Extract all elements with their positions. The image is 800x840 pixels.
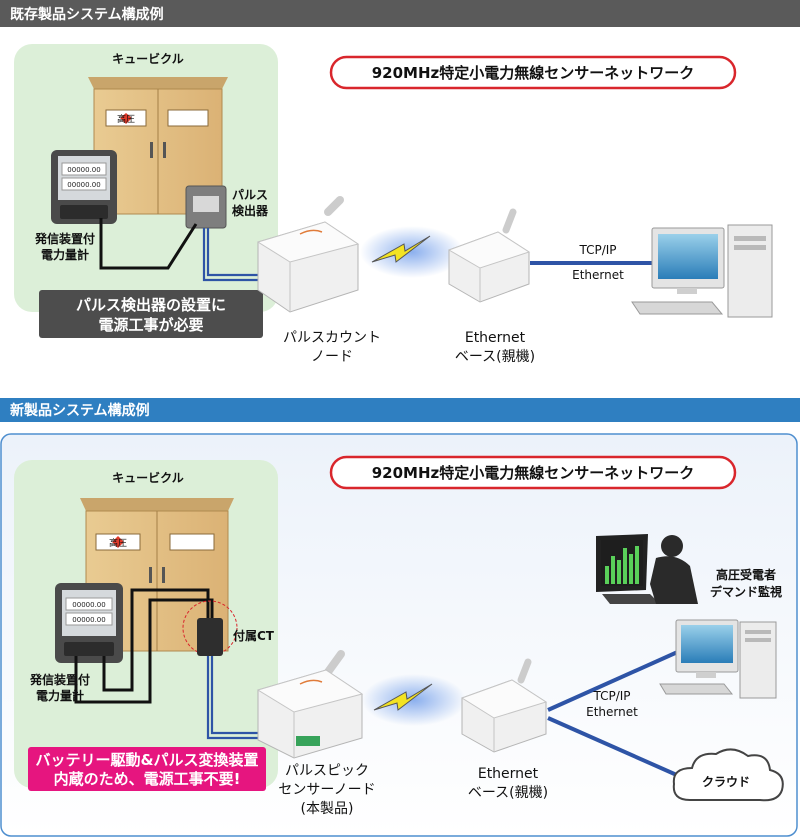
bottom-pulse-pick-sensor-node xyxy=(256,650,364,759)
top-header-title: 既存製品システム構成例 xyxy=(10,6,164,23)
top-wireless-bolt-icon xyxy=(371,235,431,263)
bottom-blue-cable-1 xyxy=(206,656,278,740)
bottom-cloud-label: クラウド xyxy=(702,775,750,789)
bottom-pc-icon xyxy=(659,619,777,699)
bottom-link-to-pc xyxy=(547,648,683,712)
bottom-network-title: 920MHz特定小電力無線センサーネットワーク xyxy=(372,464,695,482)
bottom-base-label-2: ベース(親機) xyxy=(468,785,548,801)
bottom-notice-line-2: 内蔵のため、電源工事不要! xyxy=(54,770,241,788)
bottom-meter-label-1: 発信装置付 xyxy=(29,672,90,687)
bottom-ct-cable-2 xyxy=(102,588,210,692)
bottom-ct-label: 付属CT xyxy=(233,628,275,643)
bottom-node-label-3: (本製品) xyxy=(301,801,354,817)
top-network-title: 920MHz特定小電力無線センサーネットワーク xyxy=(372,64,695,82)
bottom-link-label-2: Ethernet xyxy=(586,705,638,719)
top-notice-line-2: 電源工事が必要 xyxy=(98,316,203,334)
top-base-label-1: Ethernet xyxy=(465,330,526,346)
top-ethernet-base xyxy=(447,208,531,303)
bottom-notice-line-1: バッテリー駆動&パルス変換装置 xyxy=(35,751,258,769)
top-blue-cable-1 xyxy=(202,228,275,282)
top-high-voltage-sign: 高圧 xyxy=(117,113,135,125)
top-pulse-detector-label-1: パルス xyxy=(232,188,268,202)
bottom-node-label-2: センサーノード xyxy=(278,782,375,798)
bottom-meter-label-2: 電力量計 xyxy=(36,688,84,703)
top-pc-icon xyxy=(631,224,773,318)
bottom-notice-box xyxy=(28,747,266,791)
top-power-meter xyxy=(51,150,117,224)
bottom-ct-clamp xyxy=(197,618,223,656)
top-meter-cable xyxy=(99,218,198,270)
top-high-voltage-icon xyxy=(120,113,132,124)
bottom-power-meter xyxy=(55,583,123,663)
top-pulse-detector-label-2: 検出器 xyxy=(232,203,269,218)
top-notice-box xyxy=(39,290,263,338)
top-link-label-1: TCP/IP xyxy=(578,243,616,257)
bottom-ethernet-base xyxy=(460,658,548,753)
top-cubicle-label: キュービクル xyxy=(112,51,184,66)
bottom-meter-digits-2: 00000.00 xyxy=(72,616,105,624)
top-meter-digits-2: 00000.00 xyxy=(67,181,100,189)
bottom-high-voltage-icon xyxy=(112,536,124,548)
bottom-node-label-1: パルスピック xyxy=(285,763,369,779)
bottom-blue-cable-2 xyxy=(210,656,278,735)
top-meter-digits-1: 00000.00 xyxy=(67,166,100,174)
top-wireless-glow xyxy=(360,226,464,278)
top-meter-label-2: 電力量計 xyxy=(41,247,89,262)
bottom-demand-monitor-icon xyxy=(596,534,698,604)
bottom-wireless-bolt-icon xyxy=(373,683,433,711)
top-blue-cable-2 xyxy=(206,228,275,277)
bottom-monitor-label-1: 高圧受電者 xyxy=(716,567,776,582)
bottom-network-title-box xyxy=(329,455,737,490)
bottom-cloud-icon xyxy=(672,748,784,802)
bottom-monitor-label-2: デマンド監視 xyxy=(710,584,782,599)
top-node-label-1: パルスカウント xyxy=(283,330,381,346)
bottom-header-bar xyxy=(0,398,800,422)
bottom-base-label-1: Ethernet xyxy=(478,766,539,782)
top-link-label-2: Ethernet xyxy=(572,268,624,282)
top-meter-label-1: 発信装置付 xyxy=(34,231,95,246)
bottom-high-voltage-sign: 高圧 xyxy=(109,537,127,549)
bottom-link-to-cloud xyxy=(547,716,689,782)
bottom-link-label-1: TCP/IP xyxy=(592,689,630,703)
bottom-ct-cable-1 xyxy=(74,598,214,704)
top-node-label-2: ノード xyxy=(311,349,353,365)
bottom-meter-digits-1: 00000.00 xyxy=(72,601,105,609)
top-pulse-count-node xyxy=(256,196,360,313)
bottom-wireless-glow xyxy=(362,674,466,726)
top-header-bar xyxy=(0,0,800,27)
top-pulse-detector xyxy=(185,185,227,229)
bottom-cubicle-label: キュービクル xyxy=(112,470,184,485)
top-base-label-2: ベース(親機) xyxy=(455,349,535,365)
bottom-header-title: 新製品システム構成例 xyxy=(10,402,150,419)
top-network-title-box xyxy=(329,55,737,90)
top-notice-line-1: パルス検出器の設置に xyxy=(76,296,226,314)
